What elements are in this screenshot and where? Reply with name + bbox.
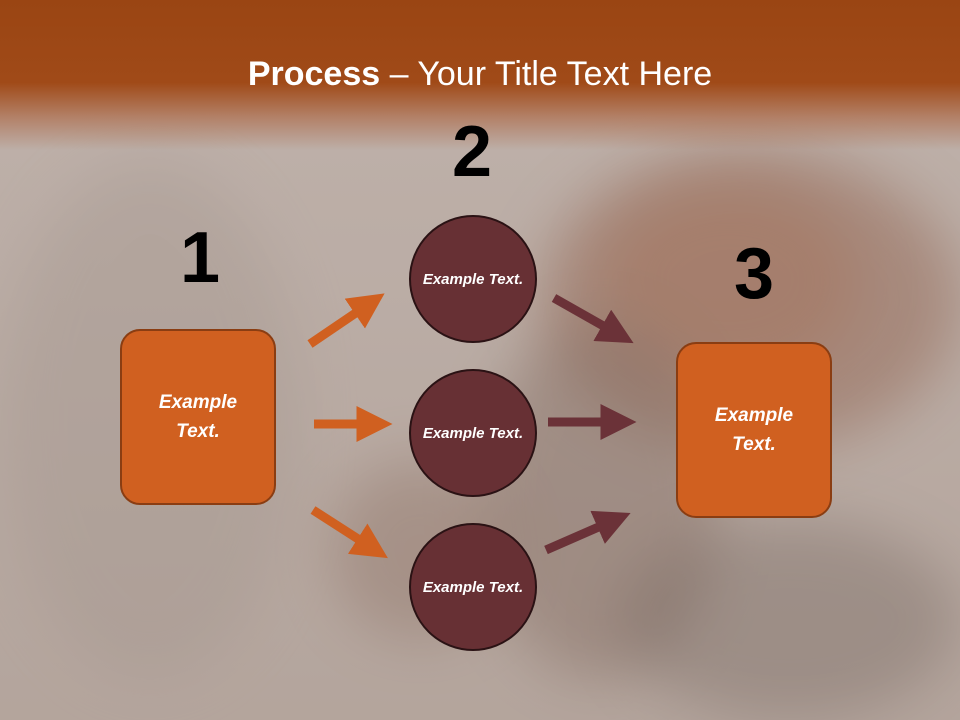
left-process-box[interactable]: Example Text. [120,329,276,505]
circle-label: Example Text. [422,424,524,442]
right-process-box[interactable]: Example Text. [676,342,832,518]
process-circle-bottom[interactable]: Example Text. [409,523,537,651]
circle-label: Example Text. [422,270,524,288]
arrow-bottom-to-right [544,510,631,555]
process-circle-top[interactable]: Example Text. [409,215,537,343]
arrow-left-to-top [307,293,385,348]
page-title: Process – Your Title Text Here [0,52,960,96]
title-rest: – Your Title Text Here [380,55,713,93]
circle-label: Example Text. [422,578,524,596]
arrow-left-to-bottom [310,506,388,559]
background-blur [620,520,960,720]
arrow-top-to-right [551,294,634,344]
step-number-1: 1 [179,218,221,298]
title-bold: Process [247,55,381,93]
step-number-3: 3 [733,234,775,314]
title-bar [0,0,960,150]
process-circle-middle[interactable]: Example Text. [409,369,537,497]
step-number-2: 2 [451,112,493,192]
left-box-label: Example Text. [158,392,238,442]
right-box-label: Example Text. [714,405,794,455]
